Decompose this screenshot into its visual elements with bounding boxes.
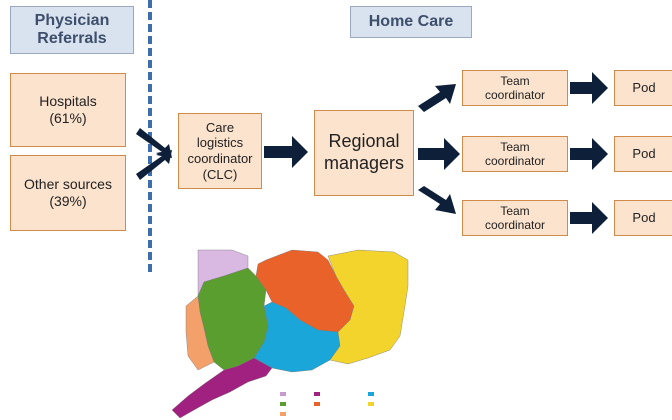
clc-box: Care logistics coordinator (CLC) [178,113,262,189]
other-to-clc-arrow [136,150,172,180]
map-legend [280,392,374,416]
physician-referrals-header: Physician Referrals [10,6,134,54]
team-coordinator-box: Team coordinator [462,70,568,106]
other-sources-box: Other sources (39%) [10,155,126,231]
clc-to-regional-arrow [264,136,308,168]
map-region-fairfield [171,357,273,419]
regional-map [171,249,409,419]
team-coordinator-box: Team coordinator [462,200,568,236]
home-care-header: Home Care [350,6,472,38]
team2-to-pod-arrow [570,138,608,170]
hospitals-box: Hospitals (61%) [10,73,126,147]
map-region-east [327,249,409,365]
hospitals-to-clc-arrow [136,128,172,158]
regional-to-team2-arrow [418,138,460,170]
team3-to-pod-arrow [570,202,608,234]
regional-to-team1-arrow [418,84,456,112]
team-coordinator-box: Team coordinator [462,136,568,172]
pod-box: Pod [614,200,672,236]
pod-box: Pod [614,136,672,172]
regional-to-team3-arrow [418,186,456,214]
map-region-uncovered [185,295,215,371]
pod-box: Pod [614,70,672,106]
team1-to-pod-arrow [570,72,608,104]
regional-managers-box: Regional managers [314,110,414,196]
